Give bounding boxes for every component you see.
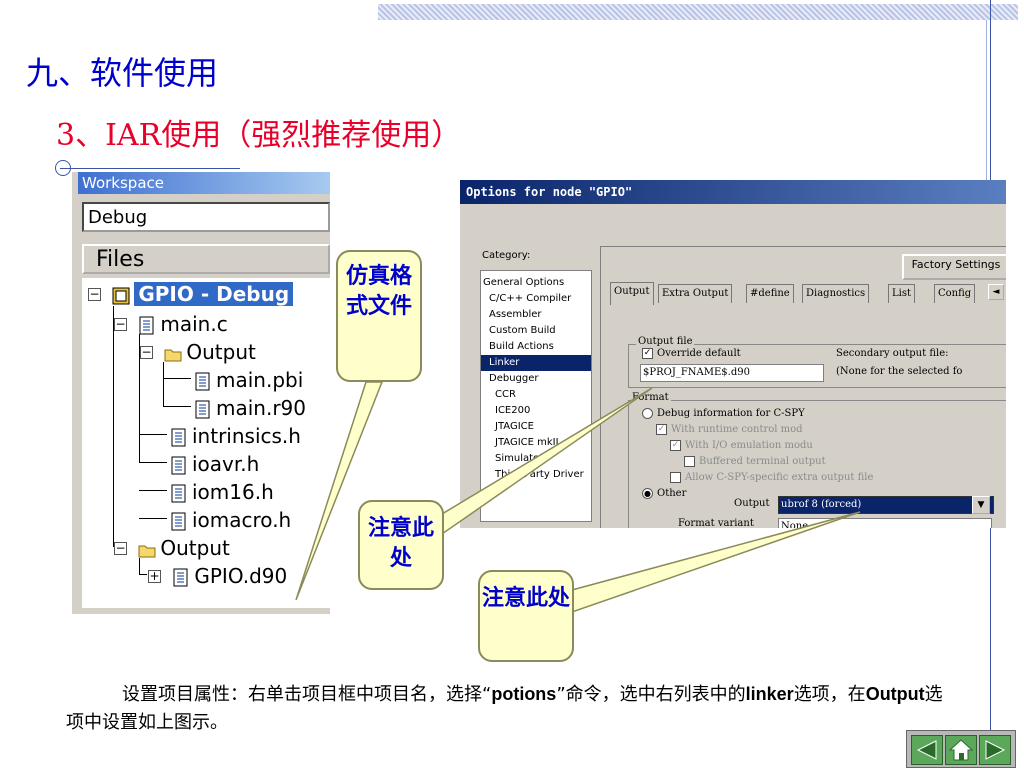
tree-item-folder[interactable]: − Output	[114, 536, 230, 560]
format-group	[628, 400, 1006, 528]
category-item[interactable]: Build Actions	[489, 341, 554, 352]
tree-item-file[interactable]: iom16.h	[170, 478, 274, 506]
file-icon	[195, 400, 210, 418]
collapse-icon[interactable]: −	[88, 287, 101, 301]
format-variant-label: Format variant	[678, 518, 754, 528]
file-tree: − GPIO - Debug − main.c − Output main.pb…	[82, 278, 330, 608]
category-label: Category:	[482, 250, 531, 261]
collapse-icon[interactable]: −	[114, 317, 127, 331]
output-format-label: Output	[734, 498, 770, 509]
expand-icon[interactable]: +	[148, 569, 161, 583]
category-item[interactable]: JTAGICE	[495, 421, 534, 432]
callout-note-filename: 注意此处	[358, 500, 444, 590]
category-item[interactable]: Debugger	[489, 373, 539, 384]
tree-item-project[interactable]: − GPIO - Debug	[88, 280, 294, 308]
category-item[interactable]: C/C++ Compiler	[489, 293, 572, 304]
collapse-icon[interactable]: −	[114, 541, 127, 555]
tree-item-file[interactable]: main.r90	[194, 394, 306, 422]
category-item[interactable]: ICE200	[495, 405, 531, 416]
tab-config[interactable]: Config	[934, 284, 976, 303]
tab-scroll-left-icon[interactable]: ◄	[988, 284, 1004, 300]
format-variant-select[interactable]: None	[778, 518, 992, 528]
output-file-group	[628, 344, 1006, 388]
workspace-title: Workspace	[78, 172, 330, 194]
tree-item-folder[interactable]: − Output	[140, 340, 256, 364]
settings-panel	[600, 246, 1006, 528]
decorative-band	[378, 4, 1018, 20]
folder-icon	[138, 545, 156, 557]
category-item[interactable]: JTAGICE mkII	[495, 437, 559, 448]
secondary-output-value: (None for the selected fo	[836, 366, 963, 377]
project-icon	[112, 287, 130, 304]
callout-note-output-format: 注意此处	[478, 570, 574, 662]
buffered-output-checkbox[interactable]: Buffered terminal output	[684, 456, 826, 467]
tree-item-file[interactable]: intrinsics.h	[170, 422, 301, 450]
tree-item-file[interactable]: + GPIO.d90	[148, 564, 288, 588]
caption-bold: linker	[745, 684, 794, 704]
category-item[interactable]: Simulator	[495, 453, 544, 464]
category-item[interactable]: CCR	[495, 389, 516, 400]
file-icon	[171, 484, 186, 502]
override-default-checkbox[interactable]: ✓Override default	[642, 348, 741, 359]
files-column-header[interactable]: Files	[82, 244, 330, 274]
triangle-right-icon	[985, 740, 1006, 760]
io-emulation-checkbox[interactable]: ✓With I/O emulation modu	[670, 440, 813, 451]
configuration-select[interactable]: Debug	[82, 202, 330, 232]
tab-define[interactable]: #define	[746, 284, 794, 303]
file-icon	[173, 568, 188, 586]
allow-cspy-checkbox[interactable]: Allow C-SPY-specific extra output file	[670, 472, 873, 483]
source-file-icon	[139, 316, 154, 334]
caption-bold: Output	[865, 684, 925, 704]
dropdown-arrow-icon[interactable]: ▼	[972, 496, 990, 514]
secondary-output-label: Secondary output file:	[836, 348, 949, 359]
dialog-title: Options for node "GPIO"	[460, 180, 1006, 204]
other-radio[interactable]: ●Other	[642, 488, 687, 499]
format-label: Format	[630, 392, 671, 403]
category-item-linker[interactable]: Linker	[481, 355, 591, 371]
tree-item-file[interactable]: iomacro.h	[170, 506, 291, 534]
slide-navigation	[906, 730, 1016, 768]
category-item[interactable]: Custom Build	[489, 325, 556, 336]
file-icon	[195, 372, 210, 390]
output-filename-input[interactable]: $PROJ_FNAME$.d90	[640, 364, 824, 382]
home-button[interactable]	[945, 735, 977, 765]
home-icon	[948, 739, 974, 761]
triangle-left-icon	[916, 740, 937, 760]
tab-list[interactable]: List	[888, 284, 915, 303]
category-item[interactable]: Assembler	[489, 309, 542, 320]
caption-text: 设置项目属性：右单击项目框中项目名，选择“potions”命令，选中右列表中的l…	[66, 684, 943, 733]
tree-item-file[interactable]: − main.c	[114, 312, 228, 336]
folder-icon	[164, 349, 182, 361]
output-file-label: Output file	[636, 336, 695, 347]
tab-extra-output[interactable]: Extra Output	[658, 284, 733, 303]
output-format-select[interactable]: ubrof 8 (forced)	[778, 496, 994, 514]
decorative-rule	[986, 20, 987, 180]
file-icon	[171, 456, 186, 474]
page-subtitle: 3、IAR使用（强烈推荐使用）	[56, 118, 462, 153]
callout-simulation-format: 仿真格式文件	[336, 250, 422, 382]
tree-item-file[interactable]: ioavr.h	[170, 450, 259, 478]
page-title: 九、软件使用	[26, 54, 219, 92]
runtime-control-checkbox[interactable]: ✓With runtime control mod	[656, 424, 803, 435]
next-slide-button[interactable]	[979, 735, 1011, 765]
category-item[interactable]: Third-Party Driver	[495, 469, 584, 480]
tab-output[interactable]: Output	[610, 282, 654, 305]
factory-settings-button[interactable]: Factory Settings	[902, 254, 1006, 280]
debug-info-radio[interactable]: Debug information for C-SPY	[642, 408, 805, 419]
collapse-icon[interactable]: −	[140, 345, 153, 359]
file-icon	[171, 512, 186, 530]
category-item[interactable]: General Options	[483, 277, 565, 288]
tree-item-file[interactable]: main.pbi	[194, 366, 303, 394]
tab-diagnostics[interactable]: Diagnostics	[802, 284, 870, 303]
decorative-rule	[60, 168, 240, 169]
file-icon	[171, 428, 186, 446]
decorative-circle	[55, 160, 71, 176]
caption-bold: potions	[491, 684, 557, 704]
workspace-panel: Workspace Debug Files − GPIO - Debug − m…	[72, 172, 330, 614]
previous-slide-button[interactable]	[911, 735, 943, 765]
